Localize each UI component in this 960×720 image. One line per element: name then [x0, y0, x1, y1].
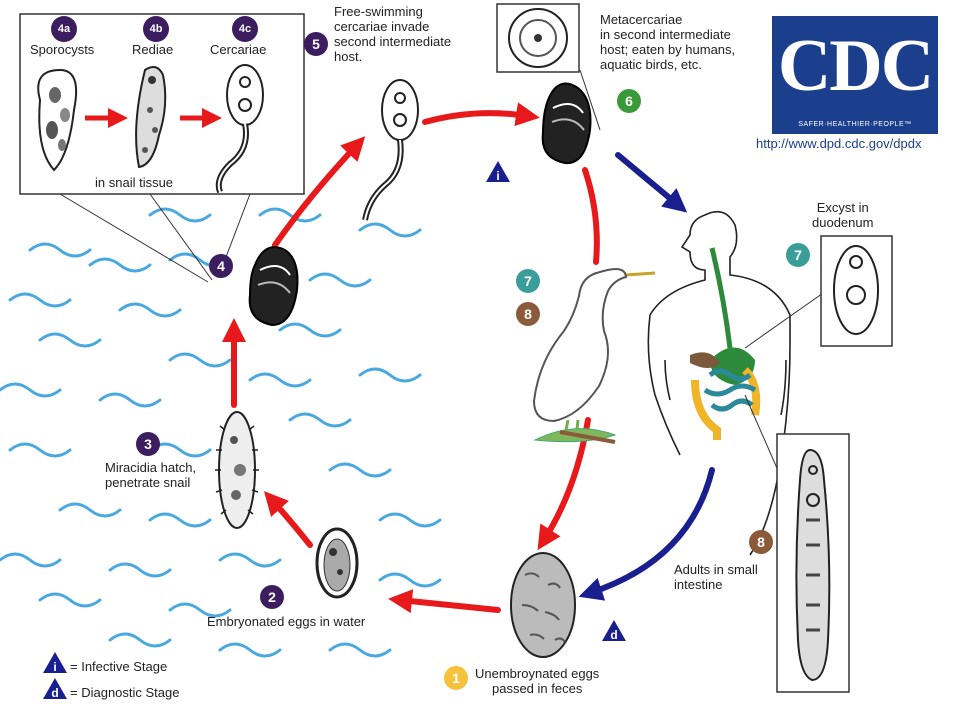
water-waves: [0, 207, 442, 658]
step-badge-4b: 4b: [143, 16, 169, 42]
step-badge-6: 6: [617, 89, 641, 113]
step-2-text: Embryonated eggs in water: [207, 614, 366, 629]
ventral-sucker: [846, 285, 866, 305]
inset-pointer-line: [149, 193, 213, 281]
legend-infective-text: = Infective Stage: [70, 659, 168, 674]
step-badge-8-bird: 8: [516, 302, 540, 326]
metacercaria-pointer: [579, 69, 601, 131]
redia-illustration: [135, 65, 167, 169]
cercaria-free-illustration: [362, 79, 419, 221]
inset-pointer-line: [59, 193, 209, 283]
snail-illustration: [248, 246, 299, 327]
legend-infective-icon: i: [43, 652, 67, 674]
excysted-metacercaria: [833, 245, 879, 335]
step-badge-1: 1: [444, 666, 468, 690]
step-badge-7: 7: [786, 243, 810, 267]
adult-oral-sucker: [808, 465, 818, 475]
step-badge-2: 2: [260, 585, 284, 609]
diagnostic-marker: d: [602, 620, 626, 642]
step-3-text: Miracidia hatch,penetrate snail: [105, 460, 197, 490]
cdc-logo-text: CDC: [777, 25, 934, 107]
infective-marker-symbol: i: [496, 169, 499, 183]
adult-internal-organs: [806, 518, 820, 632]
step-badge-8: 8: [749, 530, 773, 554]
sporocysts-label: Sporocysts: [30, 42, 95, 57]
metacercaria-core: [534, 34, 542, 42]
adult-ventral-sucker: [806, 493, 820, 507]
diagnostic-marker-symbol: d: [610, 628, 617, 642]
miracidium-illustration: [215, 411, 259, 529]
legend-diagnostic-symbol: d: [51, 686, 58, 700]
human-host-illustration: [647, 210, 791, 556]
second-host-snail-illustration: [541, 82, 592, 165]
legend-diagnostic-text: = Diagnostic Stage: [70, 685, 180, 700]
source-url[interactable]: http://www.dpd.cdc.gov/dpdx: [756, 136, 922, 151]
metacercaria-inner: [519, 19, 557, 57]
step-badge-3: 3: [136, 432, 160, 456]
rediae-label: Rediae: [132, 42, 174, 57]
infective-marker: i: [486, 161, 510, 183]
oral-sucker: [849, 255, 863, 269]
legend-infective-symbol: i: [53, 660, 56, 674]
cdc-logo: CDC SAFER·HEALTHIER·PEOPLE™: [772, 16, 938, 134]
step-badge-5: 5: [304, 32, 328, 56]
step-badge-4c: 4c: [232, 16, 258, 42]
egret-illustration: [532, 267, 656, 444]
cercariae-label: Cercariae: [210, 42, 267, 57]
sporocyst-illustration: [37, 68, 78, 172]
cercaria-illustration: [215, 64, 264, 194]
embryonated-egg-illustration: [315, 527, 359, 599]
cycle-arrows: [222, 102, 600, 614]
legend-diagnostic-icon: d: [43, 678, 67, 700]
digestive-tract-illustration: [690, 247, 761, 440]
step-badge-4: 4: [209, 254, 233, 278]
cdc-logo-tagline: SAFER·HEALTHIER·PEOPLE™: [798, 121, 912, 128]
host-arrows: [578, 152, 715, 601]
step-badge-7-bird: 7: [516, 269, 540, 293]
adult-fluke: [795, 448, 831, 682]
unembryonated-egg-illustration: [510, 552, 576, 658]
inset-caption: in snail tissue: [95, 175, 174, 190]
step-badge-4a: 4a: [51, 16, 77, 42]
